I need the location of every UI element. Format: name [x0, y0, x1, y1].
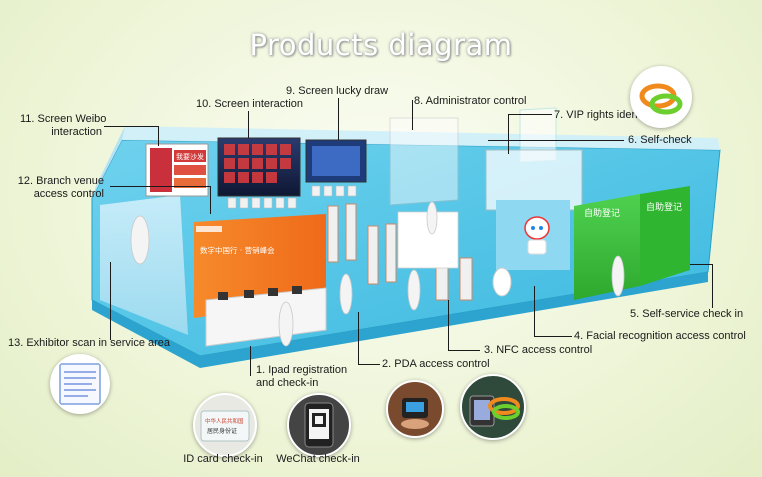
- id-card-icon: 中华人民共和国 居民身份证: [200, 410, 250, 442]
- label-9-lucky-draw: 9. Screen lucky draw: [286, 85, 389, 97]
- partition-left: [100, 195, 188, 335]
- svg-text:居民身份证: 居民身份证: [207, 427, 237, 435]
- left-wall: [92, 126, 125, 198]
- label-12-branch-venue: 12. Branch venue access control: [17, 175, 104, 200]
- exhibitor-scan-photo: [50, 354, 110, 414]
- wristband-icon: [639, 83, 683, 115]
- svg-text:中华人民共和国: 中华人民共和国: [205, 417, 244, 425]
- label-13-exhibitor-scan: 13. Exhibitor scan in service area: [8, 337, 171, 349]
- svg-text:自助登记: 自助登记: [646, 201, 682, 213]
- form-sheet-icon: [59, 363, 101, 405]
- label-6-self-check: 6. Self-check: [628, 134, 692, 146]
- robot-head: [524, 216, 550, 240]
- label-3-nfc: 3. NFC access control: [484, 344, 593, 356]
- label-1-ipad: 1. Ipad registration and check-in: [256, 364, 348, 389]
- label-8-admin: 8. Administrator control: [414, 95, 527, 107]
- banner-text: 数字中国行 · 营销峰会: [200, 245, 275, 255]
- id-card-photo: 中华人民共和国 居民身份证: [193, 393, 257, 457]
- wechat-caption: WeChat check-in: [276, 453, 360, 465]
- pda-photo: [386, 380, 444, 438]
- label-2-pda: 2. PDA access control: [382, 358, 490, 370]
- admin-room: [389, 117, 459, 206]
- reception-desk: [205, 287, 327, 347]
- page-title: Products diagram: [249, 28, 513, 62]
- kiosk-green-b: [640, 186, 690, 286]
- phone-qr-icon: [304, 402, 334, 448]
- svg-text:我要沙发: 我要沙发: [176, 152, 204, 161]
- label-11-weibo: 11. Screen Weibo interaction: [20, 113, 107, 138]
- pda-device-icon: [401, 398, 429, 429]
- back-wall: [122, 126, 720, 150]
- nfc-photo: [460, 374, 526, 440]
- svg-text:自助登记: 自助登记: [584, 207, 620, 219]
- nfc-tap-icon: [469, 395, 520, 427]
- wechat-photo: [287, 393, 351, 457]
- vip-wristband-photo: [630, 66, 692, 128]
- label-10-interaction: 10. Screen interaction: [196, 98, 304, 110]
- label-5-self-service: 5. Self-service check in: [630, 308, 744, 320]
- label-4-facial: 4. Facial recognition access control: [574, 330, 746, 342]
- id-card-caption: ID card check-in: [183, 453, 263, 465]
- robot-standing: [492, 267, 512, 297]
